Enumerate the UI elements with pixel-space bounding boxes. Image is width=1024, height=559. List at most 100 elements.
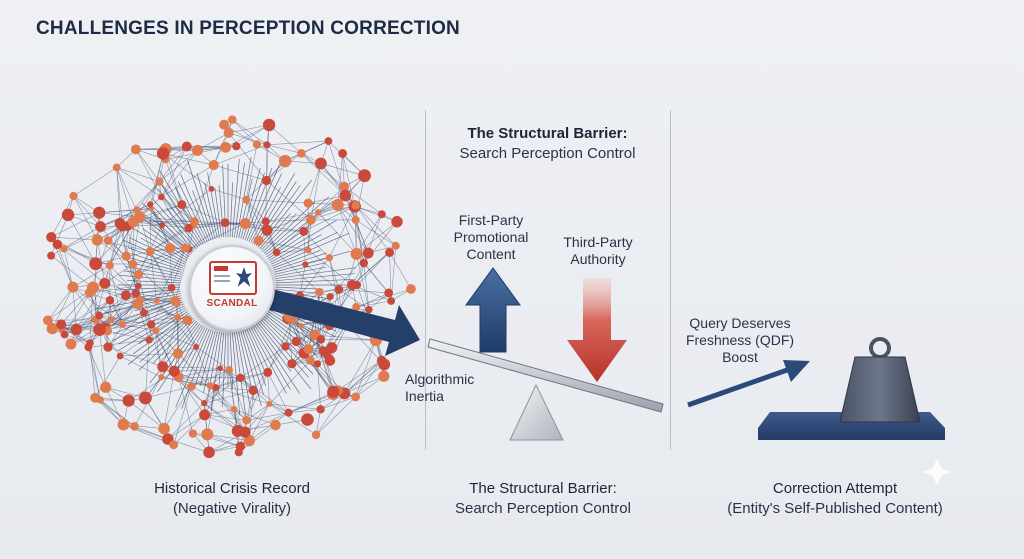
network-node: [105, 295, 115, 305]
network-edge: [159, 146, 188, 182]
network-edge: [177, 303, 179, 354]
network-node: [133, 269, 144, 280]
network-ray: [151, 197, 197, 250]
weight-ring: [869, 337, 891, 359]
network-node: [145, 246, 155, 256]
network-edge: [337, 360, 382, 391]
network-edge: [123, 424, 165, 430]
network-node: [232, 142, 241, 151]
network-ray: [244, 329, 267, 387]
network-node: [174, 313, 182, 322]
network-node: [46, 232, 57, 243]
network-edge: [51, 212, 100, 238]
qdf-boost-arrow: [687, 366, 791, 408]
network-edge: [232, 119, 258, 145]
network-node: [203, 446, 215, 459]
network-edge: [246, 403, 270, 421]
network-edge: [194, 164, 214, 222]
qdf-label: Query Deserves Freshness (QDF) Boost: [685, 315, 795, 365]
network-edge: [105, 386, 146, 399]
network-edge: [155, 317, 178, 331]
network-edge: [276, 249, 309, 253]
network-edge: [344, 364, 385, 394]
network-node: [311, 430, 321, 440]
network-ray: [148, 323, 201, 394]
network-edge: [308, 195, 346, 204]
network-node: [339, 189, 352, 202]
network-node: [201, 428, 214, 441]
network-node: [103, 342, 113, 352]
network-edge: [344, 339, 377, 394]
network-node: [391, 216, 403, 228]
network-node: [387, 297, 396, 305]
network-node: [93, 206, 106, 219]
network-edge: [307, 163, 322, 204]
network-ray: [218, 332, 225, 392]
network-ray: [229, 332, 234, 390]
network-node: [112, 163, 121, 172]
network-ray: [271, 231, 338, 265]
network-ray: [257, 179, 312, 248]
network-node: [287, 359, 297, 369]
network-ray: [254, 324, 301, 394]
network-ray: [128, 262, 182, 275]
network-ray: [270, 234, 322, 263]
network-edge: [232, 119, 268, 146]
network-ray: [127, 280, 181, 284]
network-edge: [266, 140, 329, 146]
network-node: [105, 261, 114, 270]
network-edge: [151, 320, 188, 325]
network-node: [86, 281, 100, 294]
network-node: [46, 323, 58, 335]
network-edge: [88, 347, 101, 400]
network-edge: [285, 140, 329, 162]
network-node: [131, 289, 140, 298]
network-edge: [167, 402, 205, 440]
network-edge: [161, 150, 198, 198]
network-edge: [162, 317, 179, 367]
network-ray: [122, 221, 187, 261]
network-edge: [320, 396, 356, 410]
network-edge: [64, 334, 91, 344]
network-node: [262, 118, 276, 132]
network-edge: [204, 369, 230, 415]
network-ray: [157, 324, 202, 393]
network-node: [305, 356, 315, 365]
weight-icon: [839, 356, 921, 423]
network-edge: [317, 211, 357, 255]
network-node: [158, 374, 165, 381]
network-edge: [89, 303, 138, 344]
network-node: [219, 119, 230, 130]
network-edge: [163, 371, 175, 429]
network-node: [169, 440, 179, 450]
network-node: [155, 177, 164, 186]
network-edge: [159, 150, 198, 182]
network-edge: [246, 372, 269, 421]
network-node: [306, 214, 316, 225]
network-node: [145, 336, 153, 344]
network-node: [96, 396, 104, 404]
network-ray: [273, 252, 327, 271]
network-node: [362, 247, 374, 259]
network-edge: [119, 181, 160, 224]
network-edge: [213, 119, 233, 166]
network-node: [314, 209, 321, 216]
network-ray: [210, 332, 222, 411]
network-node: [158, 422, 170, 435]
network-node: [352, 302, 361, 311]
network-ray: [242, 330, 264, 395]
network-node: [231, 424, 244, 438]
network-edge: [315, 409, 321, 435]
network-node: [147, 320, 156, 329]
network-edge: [228, 132, 267, 181]
network-edge: [356, 221, 398, 255]
network-ray: [176, 327, 206, 380]
network-node: [365, 305, 373, 314]
network-ray: [159, 320, 197, 364]
network-ray: [260, 213, 297, 251]
network-node: [236, 373, 245, 382]
network-node: [158, 222, 165, 229]
network-node: [130, 144, 141, 155]
network-node: [242, 195, 251, 204]
network-ray: [118, 274, 181, 282]
